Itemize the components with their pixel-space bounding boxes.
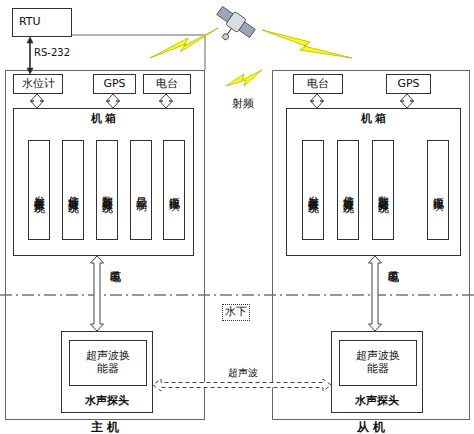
node-text: 水下	[225, 306, 247, 319]
node-text: 信号处理分系统	[67, 187, 80, 194]
subsystem-box: 信号处理分系统	[337, 140, 359, 240]
node-text: 信号处理分系统	[342, 187, 355, 194]
node-text: 超声波换能器	[82, 350, 134, 375]
node-text: 电台	[307, 78, 329, 91]
device-box: GPS	[93, 74, 136, 94]
node-text: 电台	[156, 78, 178, 91]
subsystem-box: 发射接收分系统	[302, 140, 324, 240]
subsystem-box: 电源模块	[163, 140, 185, 240]
station-group: 从 机电台GPS机 箱发射接收分系统信号处理分系统数据处理分系统电源模块水声探头…	[272, 70, 470, 420]
subsystem-box: 数据处理分系统	[96, 140, 118, 240]
cabinet-box: 机 箱发射接收分系统 信号处理分系统 数据处理分系统 电源模块	[286, 108, 461, 256]
cabinet-box: 机 箱发射接收分系统 信号处理分系统 数据处理分系统 显示控制 电源模块	[13, 108, 194, 256]
cable-arrow	[401, 94, 414, 108]
water-surface-line	[0, 294, 474, 295]
cable-arrow	[91, 256, 104, 331]
node-text: 水位计	[22, 78, 55, 91]
node-text: 机 箱	[361, 113, 387, 126]
edge-label: RS-232	[34, 47, 70, 58]
subsystem-box: 发射接收分系统	[28, 140, 50, 240]
node-text: 数据处理分系统	[101, 187, 114, 194]
subsystem-box: 电源模块	[427, 140, 449, 240]
radio-bolt	[150, 28, 218, 58]
probe-box: 水声探头 超声波换能器	[61, 331, 153, 413]
cable-arrow	[160, 94, 173, 108]
cable-arrow	[311, 94, 324, 108]
node-text: 发射接收分系统	[33, 187, 46, 194]
node-text: 水声探头	[85, 395, 129, 408]
cable-arrow	[27, 37, 33, 74]
subsystem-box: 信号处理分系统	[62, 140, 84, 240]
cable-arrow	[31, 94, 44, 108]
subsystem-box: 显示控制	[130, 140, 152, 240]
node-text: 从 机	[273, 421, 469, 434]
node-text: GPS	[103, 78, 125, 91]
probe-box: 水声探头 超声波换能器	[331, 331, 423, 413]
cable-arrow	[369, 256, 382, 331]
device-box: 电台	[293, 74, 343, 94]
edge-label: 超声波	[228, 366, 258, 380]
node-text: 数据处理分系统	[377, 187, 390, 194]
radio-bolt	[262, 30, 352, 58]
node-text: 超声波换能器	[352, 350, 404, 375]
transducer-box: 超声波换能器	[339, 340, 417, 386]
transducer-box: 超声波换能器	[69, 340, 147, 386]
node-text: 主 机	[6, 421, 204, 434]
device-box: GPS	[386, 74, 431, 94]
node-text: 水声探头	[355, 395, 399, 408]
link-label: 射频	[232, 96, 254, 111]
cable-arrow	[107, 94, 120, 108]
node-text: 显示控制	[135, 188, 148, 192]
device-box: 水位计	[13, 74, 63, 94]
node-text: RTU	[19, 16, 41, 29]
node-text: GPS	[397, 78, 419, 91]
node-text: 电源模块	[432, 188, 445, 192]
station-group: 主 机水位计GPS电台机 箱发射接收分系统信号处理分系统数据处理分系统显示控制电…	[5, 70, 205, 420]
node-text: 发射接收分系统	[307, 187, 320, 194]
ultrasonic-link	[153, 379, 331, 391]
subsystem-box: 数据处理分系统	[372, 140, 394, 240]
satellite-symbol	[208, 4, 257, 51]
device-box: RTU	[12, 8, 72, 37]
node-text: 机 箱	[91, 113, 117, 126]
node-text: 电源模块	[168, 188, 181, 192]
device-box: 电台	[143, 74, 191, 94]
zone-box: 水下	[222, 304, 250, 321]
radio-bolt	[226, 70, 262, 86]
